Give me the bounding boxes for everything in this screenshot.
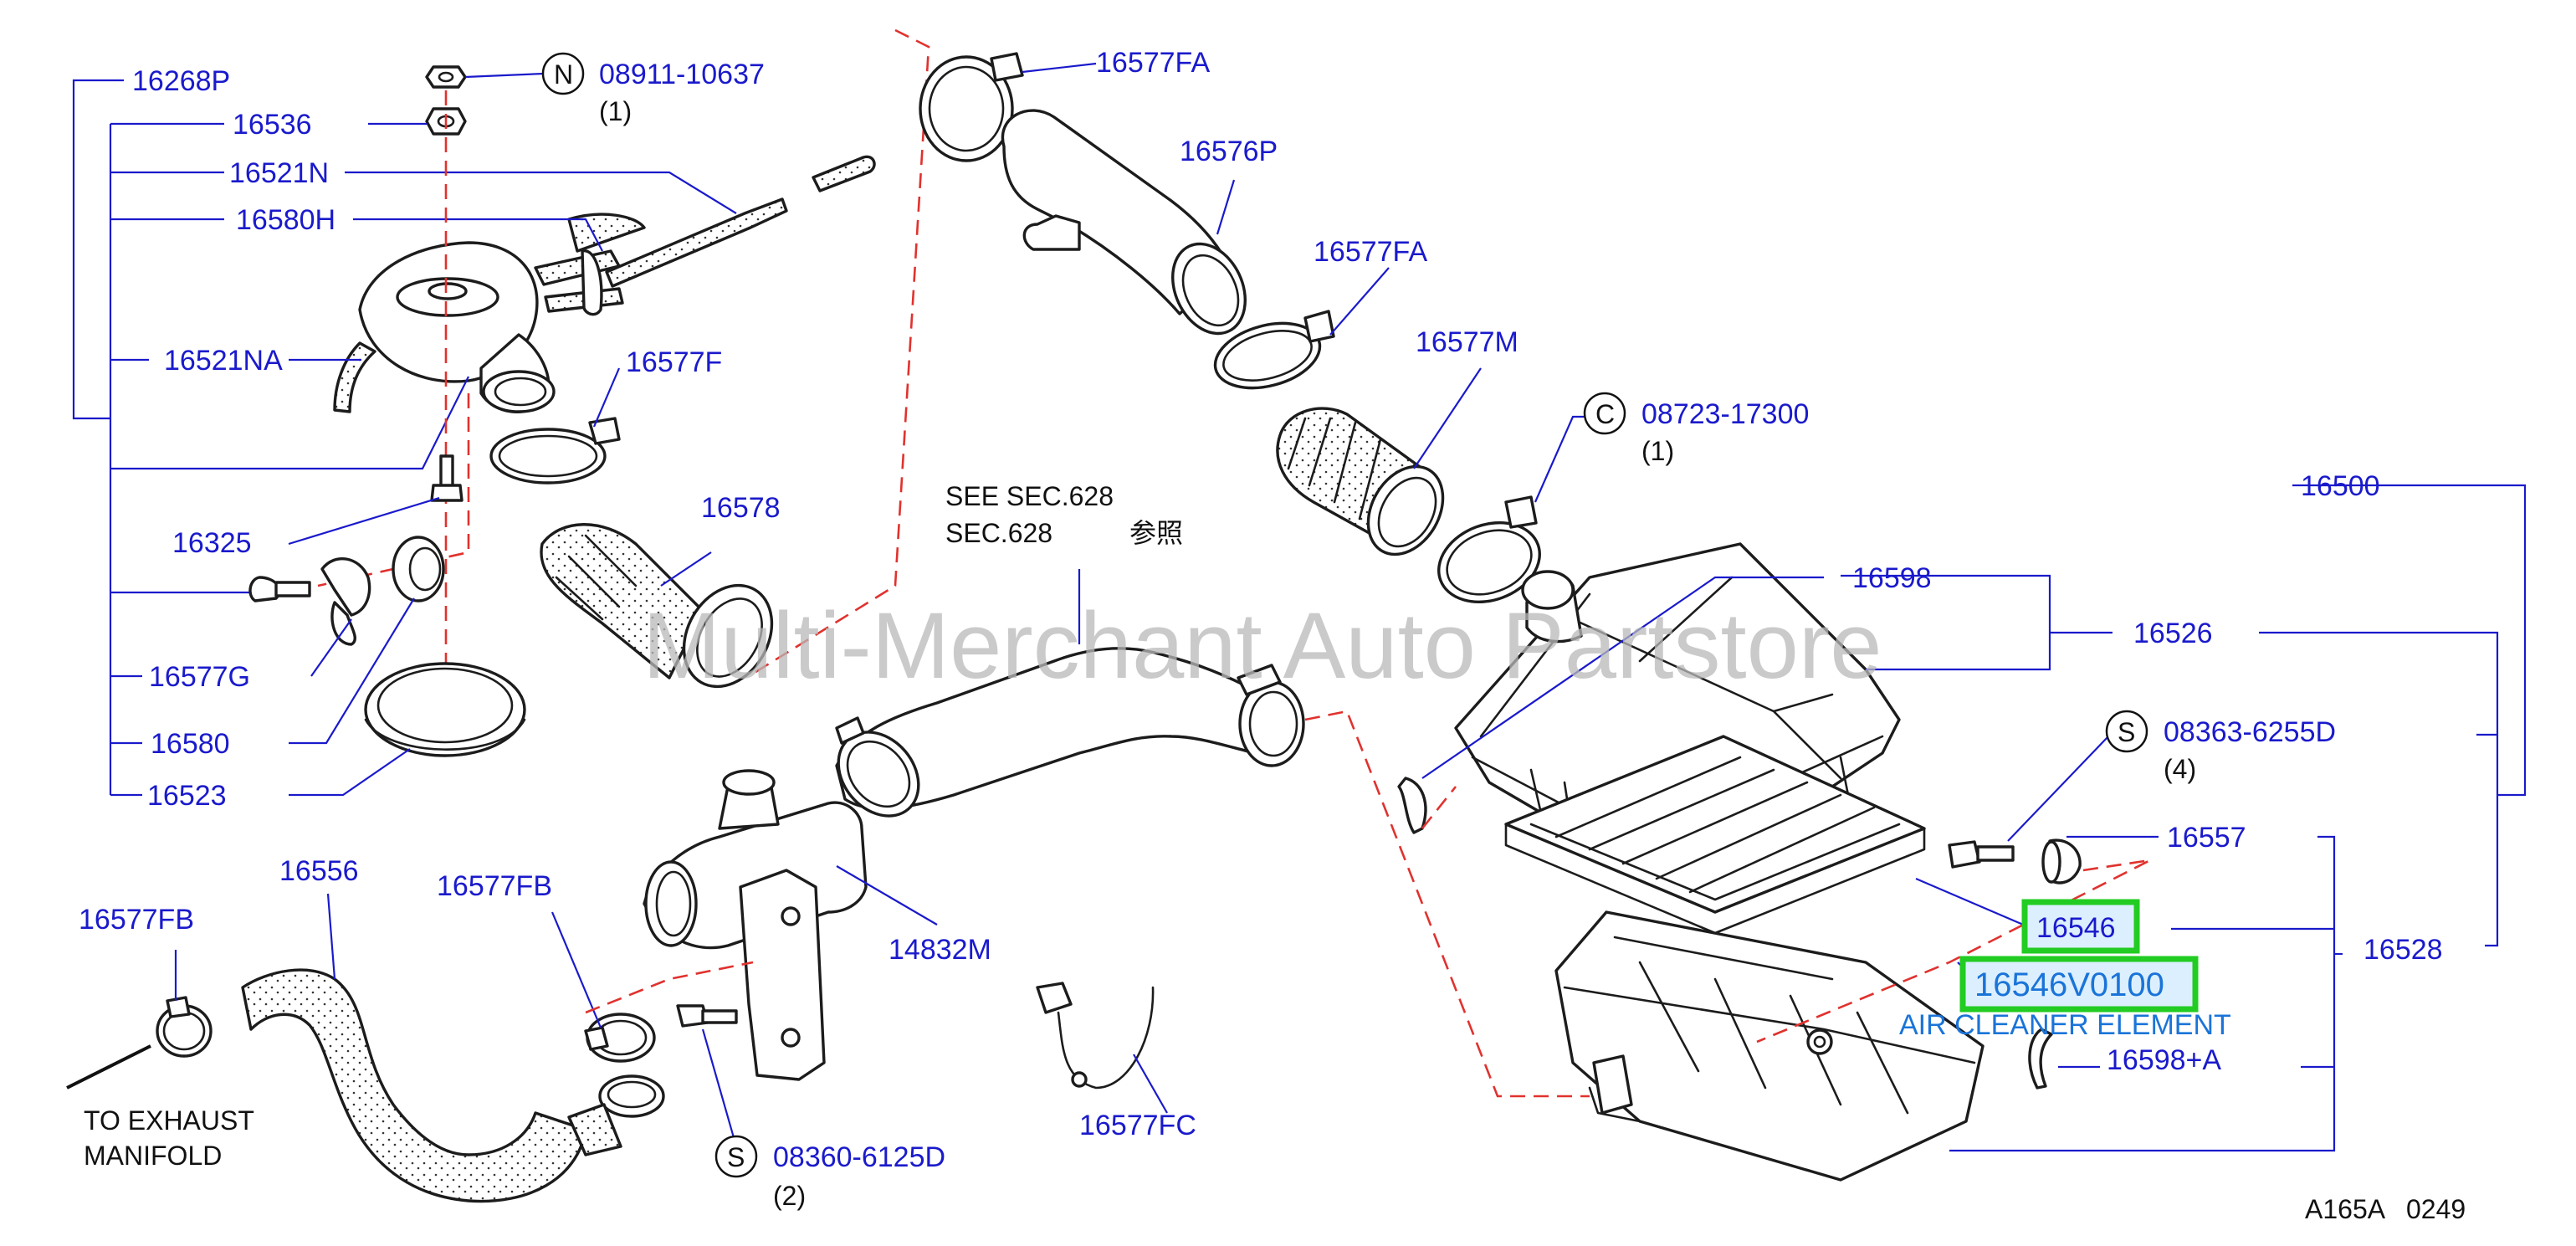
label-16598: 16598 bbox=[1852, 562, 1932, 594]
diagram-code: A165A 0249 bbox=[2305, 1194, 2466, 1224]
air-cleaner-leaders bbox=[1421, 484, 2527, 1152]
label-16578: 16578 bbox=[701, 492, 781, 524]
clamp-16577FA-mid bbox=[1213, 267, 1390, 390]
clamp-08723 bbox=[1437, 415, 1598, 604]
label-16536: 16536 bbox=[233, 109, 312, 141]
intake-hose-sec628 bbox=[835, 569, 1590, 1098]
callout-S2: S 08360-6125D (2) bbox=[714, 1135, 945, 1211]
label-16580H: 16580H bbox=[236, 204, 335, 236]
watermark-text: Multi-Merchant Auto Partstore bbox=[643, 593, 1882, 698]
clamp-16577F bbox=[489, 367, 621, 485]
label-air-cleaner-element: AIR CLEANER ELEMENT bbox=[1899, 1009, 2231, 1041]
label-16526: 16526 bbox=[2133, 618, 2213, 649]
resonator-assembly bbox=[289, 65, 876, 669]
grommet-16580 bbox=[289, 536, 445, 745]
label-16523: 16523 bbox=[147, 780, 227, 812]
note-sec: SEC.628 bbox=[945, 518, 1052, 548]
label-16325: 16325 bbox=[172, 527, 252, 559]
label-16577FC: 16577FC bbox=[1079, 1110, 1196, 1141]
label-16577FA-top: 16577FA bbox=[1096, 47, 1210, 79]
highlight-box-16546 bbox=[2021, 899, 2140, 954]
label-16546V0100[interactable]: 16546V0100 bbox=[1974, 967, 2164, 1003]
note-see-sec: SEE SEC.628 bbox=[945, 481, 1114, 511]
callout-S2-part: 08360-6125D bbox=[773, 1141, 945, 1173]
duct-16576P bbox=[752, 28, 1247, 675]
callout-S2-letter: S bbox=[727, 1142, 745, 1172]
label-16546[interactable]: 16546 bbox=[2036, 912, 2116, 944]
label-16577FB-mid: 16577FB bbox=[437, 870, 552, 902]
callout-C-letter: C bbox=[1595, 399, 1615, 429]
label-16521NA: 16521NA bbox=[164, 345, 283, 377]
label-16577FA-mid: 16577FA bbox=[1314, 236, 1427, 268]
callout-S1-part: 08363-6255D bbox=[2164, 716, 2336, 748]
clamp-16577FB-left bbox=[156, 950, 213, 1058]
callout-C-part: 08723-17300 bbox=[1641, 398, 1809, 430]
label-16577FB-left: 16577FB bbox=[79, 904, 194, 936]
label-16268P: 16268P bbox=[132, 65, 230, 97]
highlight-box-16546V0100 bbox=[1959, 956, 2199, 1013]
label-16577M: 16577M bbox=[1416, 326, 1518, 358]
label-16577F: 16577F bbox=[626, 346, 722, 378]
exhaust-pointer-line bbox=[66, 1044, 151, 1090]
clip-16577G bbox=[248, 556, 371, 677]
hose-16556 bbox=[241, 893, 665, 1203]
label-16500: 16500 bbox=[2301, 470, 2380, 502]
bolt-08360 bbox=[585, 961, 754, 1147]
callout-N-part: 08911-10637 bbox=[599, 59, 765, 90]
sensor-16577FC bbox=[1036, 982, 1168, 1114]
note-exhaust-line2: MANIFOLD bbox=[84, 1141, 222, 1171]
air-cleaner-assembly bbox=[1397, 542, 2151, 1182]
bolt-16325 bbox=[288, 454, 463, 546]
callout-N-letter: N bbox=[554, 59, 573, 90]
note-see-jp: 参照 bbox=[1129, 518, 1183, 548]
callout-S2-qty: (2) bbox=[773, 1181, 806, 1211]
callout-C: C 08723-17300 (1) bbox=[1583, 392, 1809, 466]
callout-S1-qty: (4) bbox=[2164, 754, 2196, 784]
label-16557: 16557 bbox=[2167, 822, 2246, 854]
label-16580: 16580 bbox=[151, 728, 230, 760]
clamp-16577FB-mid bbox=[551, 911, 656, 1063]
label-16598A: 16598+A bbox=[2107, 1044, 2221, 1076]
callout-S1: S 08363-6255D (4) bbox=[2105, 710, 2336, 784]
bracket-16268P bbox=[72, 79, 418, 797]
hose-16578 bbox=[540, 523, 774, 689]
airflow-meter-14832M bbox=[643, 769, 938, 1081]
label-16521N: 16521N bbox=[229, 157, 329, 189]
label-16577G: 16577G bbox=[149, 661, 250, 693]
label-16528: 16528 bbox=[2363, 934, 2443, 966]
label-14832M: 14832M bbox=[889, 934, 991, 966]
callout-N: N 08911-10637 (1) bbox=[541, 52, 765, 126]
callout-N-qty: (1) bbox=[599, 96, 632, 126]
note-exhaust-line1: TO EXHAUST bbox=[84, 1105, 254, 1136]
seal-16523 bbox=[289, 662, 526, 797]
bellows-16577M bbox=[1276, 367, 1482, 556]
callout-S1-letter: S bbox=[2118, 717, 2135, 747]
callout-C-qty: (1) bbox=[1641, 436, 1674, 466]
label-16576P: 16576P bbox=[1180, 136, 1278, 167]
label-16556: 16556 bbox=[279, 855, 359, 887]
